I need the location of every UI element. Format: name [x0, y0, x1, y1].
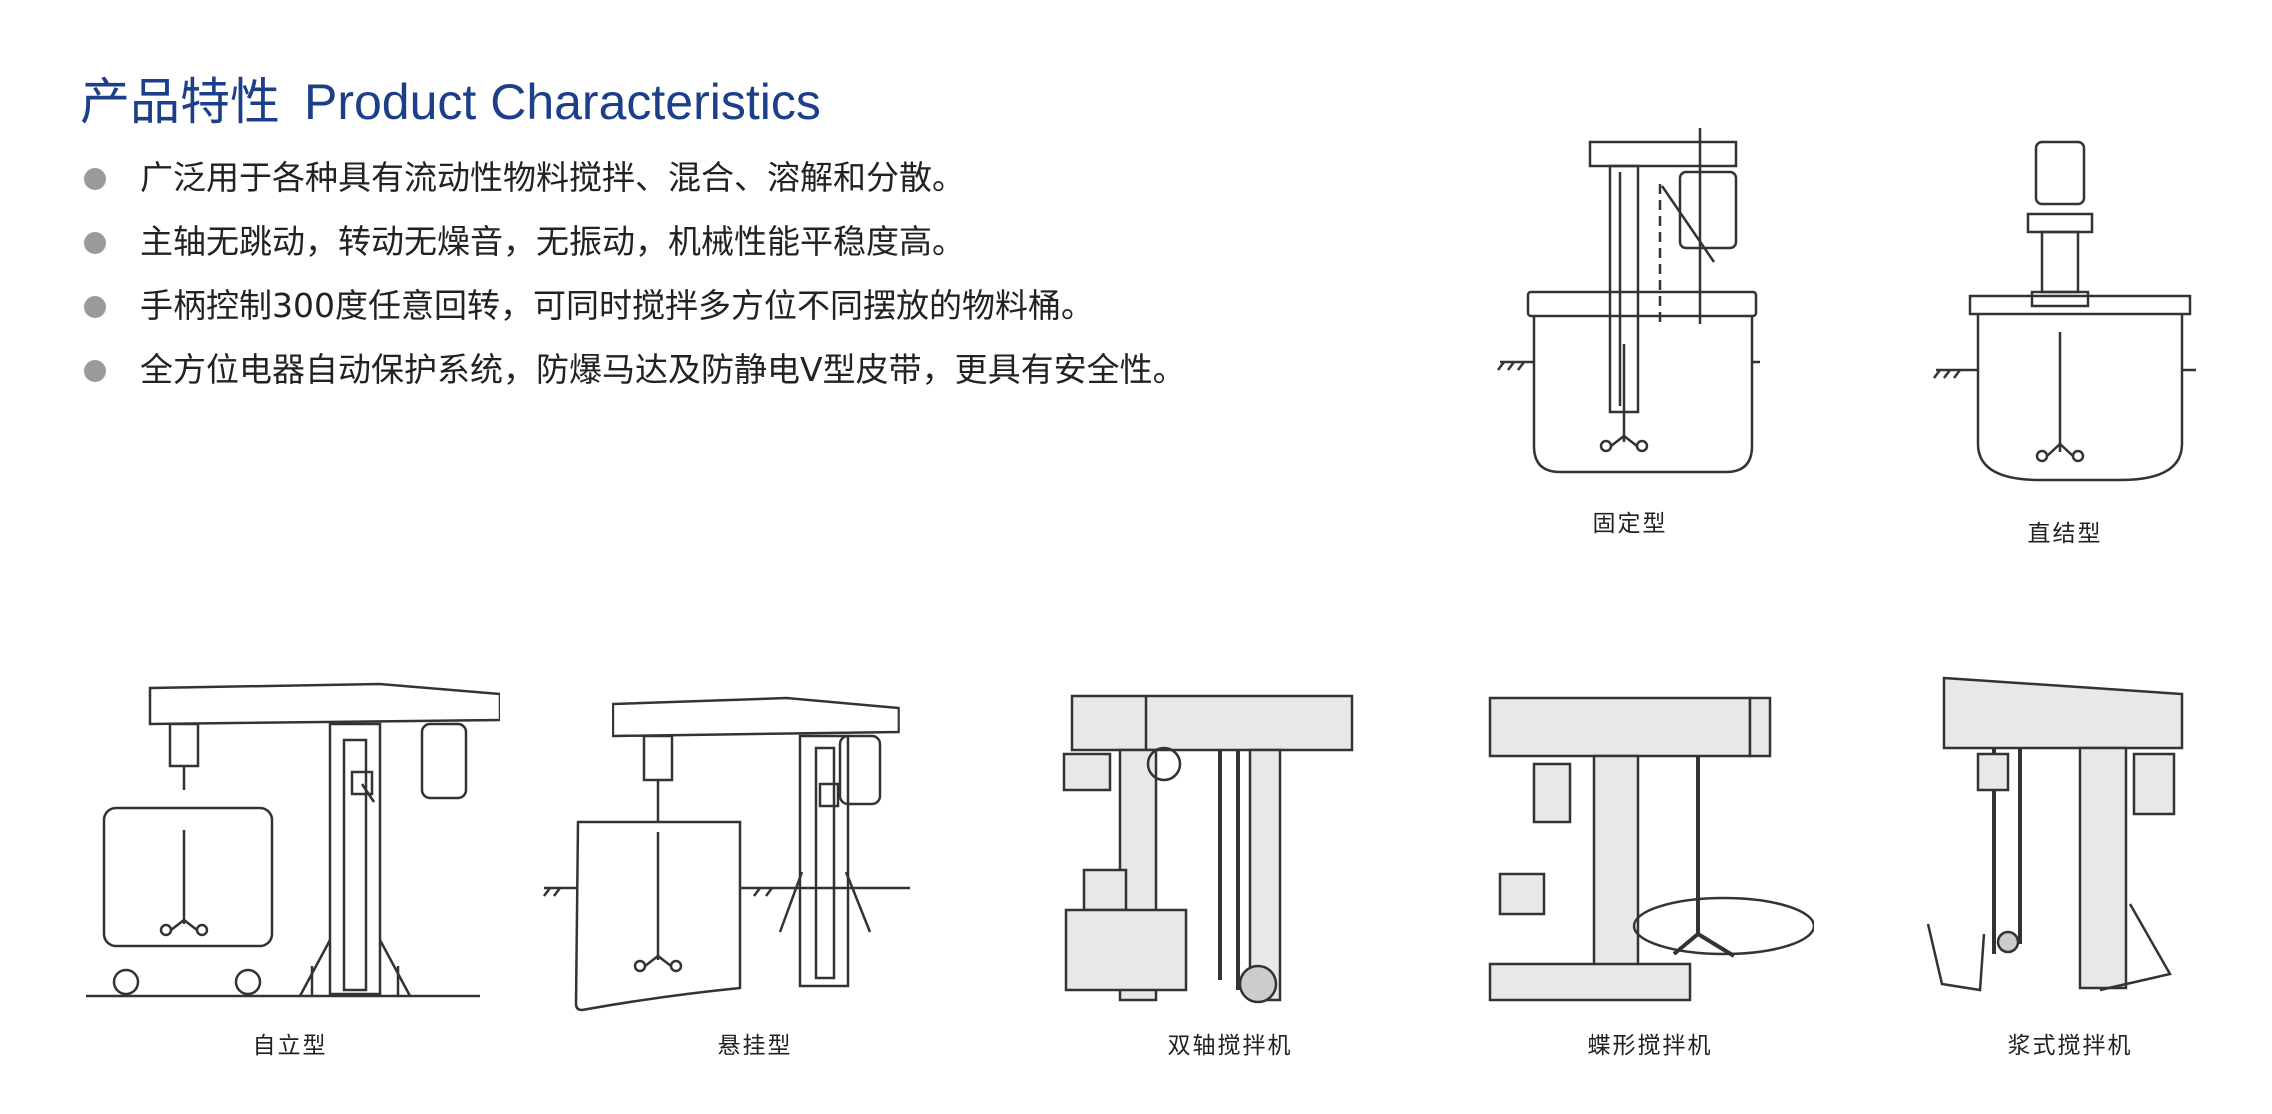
- fixed-mixer-figure: [1490, 124, 1770, 484]
- hanging-mixer-figure: [540, 692, 920, 1022]
- dual-shaft-mixer-figure: [1060, 690, 1360, 1010]
- bullet-dot-icon: [84, 168, 106, 190]
- feature-text: 手柄控制300度任意回转，可同时搅拌多方位不同摆放的物料桶。: [140, 286, 1094, 325]
- standing-mixer-drawing: [86, 682, 500, 998]
- feature-text: 主轴无跳动，转动无燥音，无振动，机械性能平稳度高。: [140, 222, 965, 261]
- feature-text: 广泛用于各种具有流动性物料搅拌、混合、溶解和分散。: [140, 158, 965, 197]
- direct-mixer-figure: [1930, 136, 2200, 496]
- dual-shaft-mixer-drawing: [1062, 694, 1354, 1004]
- feature-item: 全方位电器自动保护系统，防爆马达及防静电V型皮带，更具有安全性。: [80, 348, 1186, 412]
- butterfly-mixer-figure: [1484, 694, 1814, 1014]
- title-cn: 产品特性: [80, 73, 280, 131]
- paddle-mixer-drawing: [1926, 676, 2184, 992]
- standing-mixer-figure: [80, 680, 500, 1010]
- paddle-mixer-caption: 浆式搅拌机: [2007, 1033, 2133, 1059]
- feature-item: 广泛用于各种具有流动性物料搅拌、混合、溶解和分散。: [80, 156, 1186, 220]
- bullet-dot-icon: [84, 360, 106, 382]
- feature-item: 手柄控制300度任意回转，可同时搅拌多方位不同摆放的物料桶。: [80, 284, 1186, 348]
- butterfly-mixer-caption: 蝶形搅拌机: [1587, 1033, 1713, 1059]
- paddle-mixer-figure: [1920, 674, 2200, 1004]
- bullet-dot-icon: [84, 296, 106, 318]
- standing-mixer-caption: 自立型: [252, 1033, 328, 1059]
- butterfly-mixer-drawing: [1488, 696, 1814, 1002]
- hanging-mixer-caption: 悬挂型: [717, 1033, 793, 1059]
- dual-shaft-mixer-caption: 双轴搅拌机: [1167, 1033, 1293, 1059]
- feature-text: 全方位电器自动保护系统，防爆马达及防静电V型皮带，更具有安全性。: [140, 350, 1186, 389]
- fixed-mixer-caption: 固定型: [1592, 511, 1668, 537]
- page-title: 产品特性 Product Characteristics: [80, 62, 821, 134]
- title-en: Product Characteristics: [304, 74, 821, 130]
- feature-item: 主轴无跳动，转动无燥音，无振动，机械性能平稳度高。: [80, 220, 1186, 284]
- direct-mixer-caption: 直结型: [2027, 521, 2103, 547]
- hanging-mixer-drawing: [543, 696, 910, 1012]
- fixed-mixer-drawing: [1497, 128, 1760, 474]
- bullet-dot-icon: [84, 232, 106, 254]
- feature-list: 广泛用于各种具有流动性物料搅拌、混合、溶解和分散。 主轴无跳动，转动无燥音，无振…: [80, 156, 1186, 412]
- direct-mixer-drawing: [1933, 140, 2196, 482]
